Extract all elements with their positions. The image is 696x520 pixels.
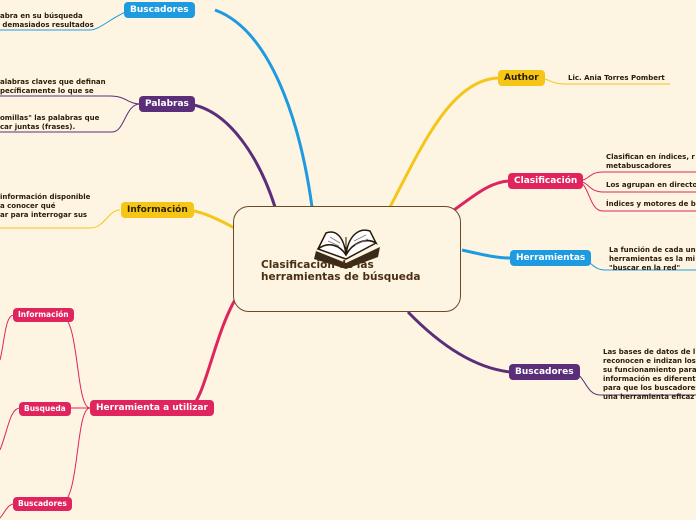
node-herramienta-a-utilizar[interactable]: Herramienta a utilizar bbox=[90, 400, 214, 416]
node-buscadores-left[interactable]: Buscadores bbox=[124, 2, 195, 18]
node-informacion[interactable]: Información bbox=[121, 202, 194, 218]
leaf-clasificacion-3: Índices y motores de b bbox=[606, 200, 696, 209]
leaf-clasificacion-1: Clasifican en índices, r metabuscadores bbox=[606, 153, 695, 171]
central-topic[interactable]: Clasificación de las herramientas de bús… bbox=[233, 206, 461, 312]
leaf-buscadores-right: Las bases de datos de l reconocen e indi… bbox=[603, 348, 696, 402]
node-palabras[interactable]: Palabras bbox=[139, 96, 195, 112]
node-clasificacion[interactable]: Clasificación bbox=[508, 173, 583, 189]
leaf-herramientas: La función de cada una herramientas es l… bbox=[609, 246, 696, 273]
leaf-buscadores-left: abra en su búsqueda demasiados resultado… bbox=[0, 12, 94, 30]
leaf-clasificacion-2: Los agrupan en directo bbox=[606, 181, 696, 190]
node-herramientas[interactable]: Herramientas bbox=[510, 250, 591, 266]
node-buscadores-right[interactable]: Buscadores bbox=[509, 364, 580, 380]
sub-node-busqueda[interactable]: Busqueda bbox=[19, 402, 71, 416]
leaf-author: Lic. Ania Torres Pombert bbox=[568, 74, 665, 83]
leaf-informacion: información disponible a conocer qué ar … bbox=[0, 193, 90, 220]
central-title: Clasificación de las herramientas de bús… bbox=[261, 259, 461, 283]
sub-node-informacion[interactable]: Información bbox=[13, 308, 74, 322]
sub-node-buscadores[interactable]: Buscadores bbox=[13, 497, 72, 511]
leaf-palabras-1: alabras claves que definan pecíficamente… bbox=[0, 78, 106, 96]
leaf-palabras-2: omillas" las palabras que car juntas (fr… bbox=[0, 114, 99, 132]
node-author[interactable]: Author bbox=[498, 70, 545, 86]
